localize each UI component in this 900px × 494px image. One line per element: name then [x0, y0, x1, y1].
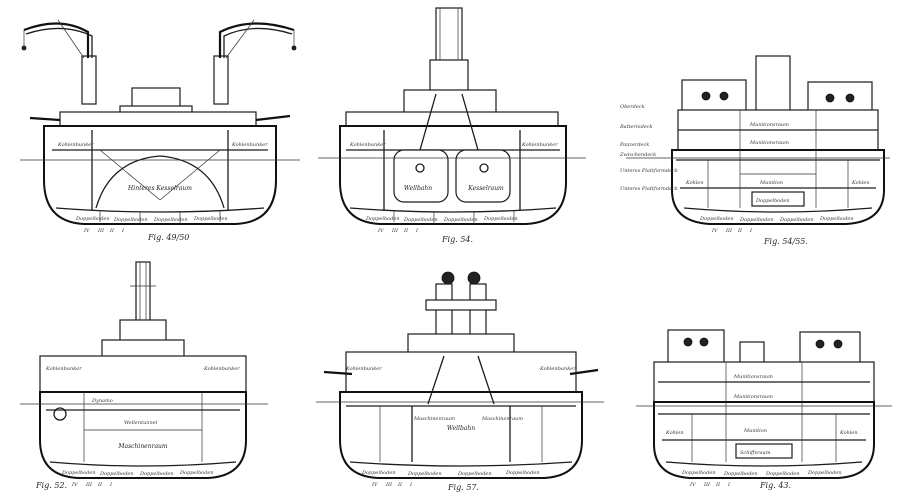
s5-cell-1: Doppelboden [407, 471, 442, 477]
s6-room-0: Munitionsraum [733, 374, 773, 380]
s4-cell-0: Doppelboden [61, 470, 96, 476]
s3-cell-0: Doppelboden [699, 216, 734, 222]
s2-cell-3: Doppelboden [483, 216, 518, 222]
s1-cell-0: Doppelboden [75, 216, 110, 222]
s6-caption: Fig. 43. [759, 481, 791, 490]
section-s1: Hinteres Kesselraum Kohlenbunker Kohlenb… [20, 19, 300, 242]
s3-side-4: Unteres Plattformdeck [620, 168, 678, 174]
s5-room-3: Kohlenbunker [345, 366, 382, 372]
s5-cell-2: Doppelboden [457, 471, 492, 477]
s4-room-3: Kohlenbunker [45, 366, 82, 372]
s6-frame-2: II [715, 482, 721, 488]
s3-frame-1: III [725, 228, 733, 234]
s1-caption: Fig. 49/50 [147, 233, 189, 242]
s1-frame-3: I [121, 228, 125, 234]
s2-frame-2: II [403, 228, 409, 234]
s3-side-3: Zwischendeck [619, 152, 656, 158]
s4-room-2: Wellentunnel [124, 420, 158, 426]
section-s5: Wellbahn Maschinenraum Maschinenraum Koh… [316, 271, 604, 492]
section-s6: Munitionsraum Munitionsraum Munition Koh… [636, 329, 892, 490]
s5-caption: Fig. 57. [447, 483, 479, 492]
s3-cell-1: Doppelboden [739, 217, 774, 223]
s6-cell-0: Doppelboden [681, 470, 716, 476]
s2-cell-0: Doppelboden [365, 216, 400, 222]
s3-cell-3: Doppelboden [819, 216, 854, 222]
s3-room-5: Doppelboden [755, 198, 790, 204]
s1-room-0: Hinteres Kesselraum [127, 185, 192, 192]
s1-frame-2: II [109, 228, 115, 234]
s3-side-5: Unteres Plattformdeck [620, 186, 678, 192]
s2-caption: Fig. 54. [441, 235, 473, 244]
crane-right [213, 19, 297, 105]
s5-room-4: Kohlenbunker [539, 366, 576, 372]
s5-frame-1: III [385, 482, 393, 488]
s4-cell-2: Doppelboden [139, 471, 174, 477]
s1-frame-0: IV [83, 228, 91, 234]
s2-room-0: Wellbahn [404, 185, 432, 192]
s6-frame-0: IV [689, 482, 697, 488]
s3-side-0: Oberdeck [620, 104, 645, 110]
s4-frame-2: II [97, 482, 103, 488]
section-s2: Wellbahn Kesselraum Kohlenbunker Kohlenb… [318, 7, 586, 244]
s3-frame-0: IV [711, 228, 719, 234]
s4-room-4: Kohlenbunker [203, 366, 240, 372]
crane-left [21, 19, 97, 105]
s3-side-1: Batteriedeck [619, 124, 653, 130]
s5-frame-2: II [397, 482, 403, 488]
s6-room-3: Kohlen [665, 430, 684, 436]
s4-caption: Fig. 52. [35, 481, 67, 490]
s4-cell-1: Doppelboden [99, 471, 134, 477]
s3-room-1: Munitionsraum [749, 140, 789, 146]
s4-frame-1: III [85, 482, 93, 488]
s6-frame-3: I [727, 482, 731, 488]
s3-frame-2: II [737, 228, 743, 234]
s1-frame-1: III [97, 228, 105, 234]
s5-room-1: Maschinenraum [413, 416, 455, 422]
s2-frame-3: I [415, 228, 419, 234]
s3-room-4: Munition [759, 180, 783, 186]
section-s4: Dynamo Maschinenraum Wellentunnel Kohlen… [20, 261, 268, 490]
s3-cell-2: Doppelboden [779, 217, 814, 223]
s5-cell-3: Doppelboden [505, 470, 540, 476]
s4-cell-3: Doppelboden [179, 470, 214, 476]
s5-frame-3: I [409, 482, 413, 488]
s2-room-2: Kohlenbunker [349, 142, 386, 148]
s3-side-2: Panzerdeck [619, 142, 649, 148]
s6-room-5: Schiffsraum [740, 450, 771, 456]
s6-cell-1: Doppelboden [723, 471, 758, 477]
s3-room-2: Kohlen [685, 180, 704, 186]
s3-room-0: Munitionsraum [749, 122, 789, 128]
s6-cell-3: Doppelboden [807, 470, 842, 476]
s6-room-1: Munitionsraum [733, 394, 773, 400]
s6-cell-2: Doppelboden [765, 471, 800, 477]
s1-room-2: Kohlenbunker [231, 142, 268, 148]
s2-frame-1: III [391, 228, 399, 234]
section-s3: Oberdeck Batteriedeck Panzerdeck Zwische… [619, 55, 890, 246]
s6-room-4: Kohlen [839, 430, 858, 436]
s3-room-3: Kohlen [851, 180, 870, 186]
s5-cell-0: Doppelboden [361, 470, 396, 476]
s6-room-2: Munition [743, 428, 767, 434]
s4-frame-0: IV [71, 482, 79, 488]
s5-frame-0: IV [371, 482, 379, 488]
s1-cell-1: Doppelboden [113, 217, 148, 223]
s1-cell-3: Doppelboden [193, 216, 228, 222]
s6-frame-1: III [703, 482, 711, 488]
s2-room-1: Kesselraum [467, 185, 504, 192]
s1-room-1: Kohlenbunker [57, 142, 94, 148]
s4-room-1: Maschinenraum [117, 443, 168, 450]
s1-cell-2: Doppelboden [153, 217, 188, 223]
s5-room-0: Wellbahn [447, 425, 475, 432]
s5-room-2: Maschinenraum [481, 416, 523, 422]
s3-caption: Fig. 54/55. [763, 237, 808, 246]
s2-cell-1: Doppelboden [403, 217, 438, 223]
s2-room-3: Kohlenbunker [521, 142, 558, 148]
s2-cell-2: Doppelboden [443, 217, 478, 223]
s2-frame-0: IV [377, 228, 385, 234]
s3-frame-3: I [749, 228, 753, 234]
s4-room-0: Dynamo [91, 398, 113, 404]
s4-frame-3: I [109, 482, 113, 488]
